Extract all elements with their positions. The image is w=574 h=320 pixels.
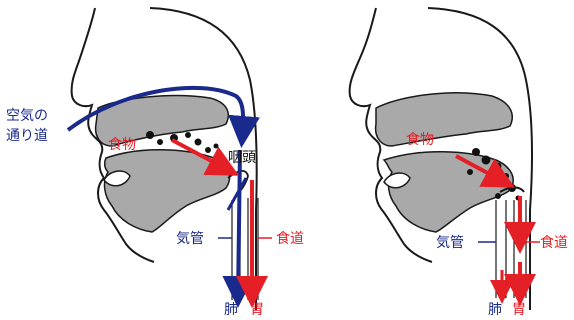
right-panel: 食物 気管 食道 肺 胃 <box>350 8 568 318</box>
right-stomach-label: 胃 <box>512 302 526 318</box>
left-air-path-diagonal <box>228 178 246 210</box>
left-panel: 空気の 通り道 食物 咽頭 気管 食道 肺 胃 <box>6 8 304 318</box>
right-lungs-label: 肺 <box>488 302 502 318</box>
right-trachea-label: 気管 <box>436 235 464 251</box>
left-food-label: 食物 <box>108 136 136 153</box>
right-palate <box>376 93 513 146</box>
left-air-path-label-line2: 通り道 <box>6 128 48 144</box>
left-esophagus-label: 食道 <box>276 230 304 247</box>
right-food-label: 食物 <box>406 131 434 148</box>
left-pharynx-label: 咽頭 <box>228 150 256 166</box>
left-air-path-label-line1: 空気の <box>6 108 48 124</box>
right-tongue <box>384 152 513 232</box>
right-esophagus-label: 食道 <box>540 234 568 251</box>
left-trachea-label: 気管 <box>176 231 204 247</box>
left-stomach-label: 胃 <box>250 302 264 318</box>
left-air-path-down-arrow <box>238 150 240 300</box>
left-lungs-label: 肺 <box>224 302 238 318</box>
